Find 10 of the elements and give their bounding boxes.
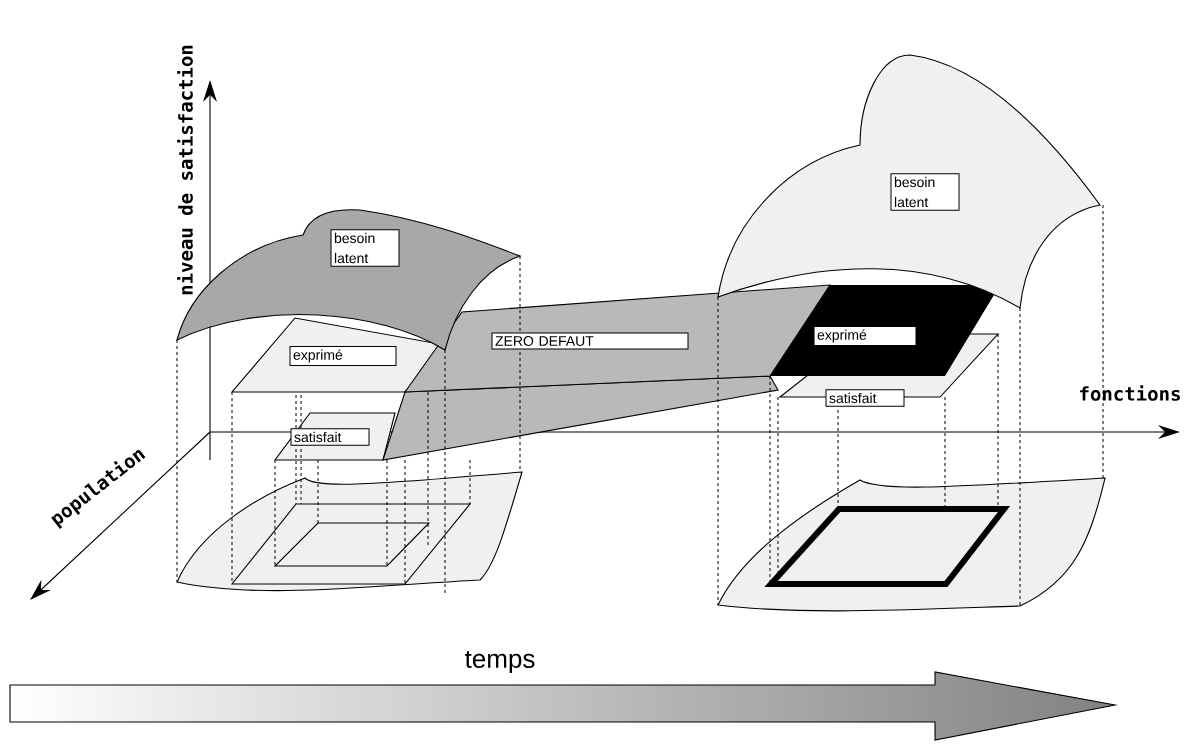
- time-label: temps: [465, 650, 535, 674]
- label-box: satisfait: [825, 389, 905, 407]
- label-box: satisfait: [290, 428, 370, 446]
- axis-label: fonctions: [1080, 385, 1180, 401]
- label-box: besoin latent: [330, 229, 400, 267]
- label-box: exprimé: [289, 345, 397, 367]
- label-box: ZERO DEFAUT: [491, 332, 689, 350]
- axis-label: niveau de satisfaction: [177, 45, 193, 295]
- label-box: exprimé: [813, 325, 917, 347]
- label-box: besoin latent: [890, 173, 960, 211]
